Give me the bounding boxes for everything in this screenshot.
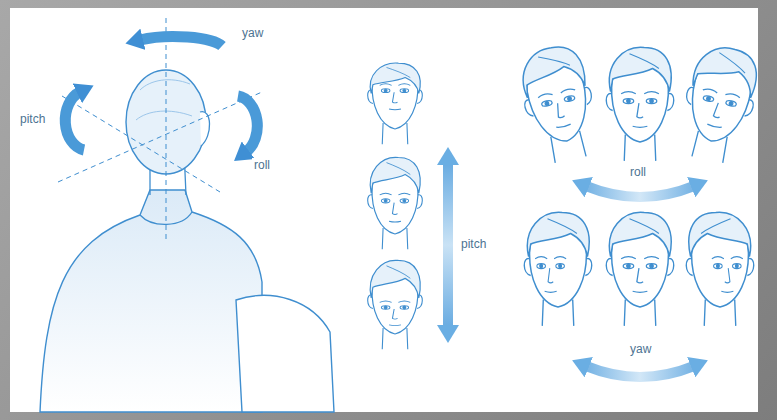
axis-label: roll (628, 165, 648, 179)
axis-label: pitch (18, 112, 47, 126)
axis-label: yaw (628, 342, 653, 356)
axis-label: roll (252, 158, 272, 172)
axis-label: yaw (240, 26, 265, 40)
axis-label: pitch (459, 237, 488, 251)
